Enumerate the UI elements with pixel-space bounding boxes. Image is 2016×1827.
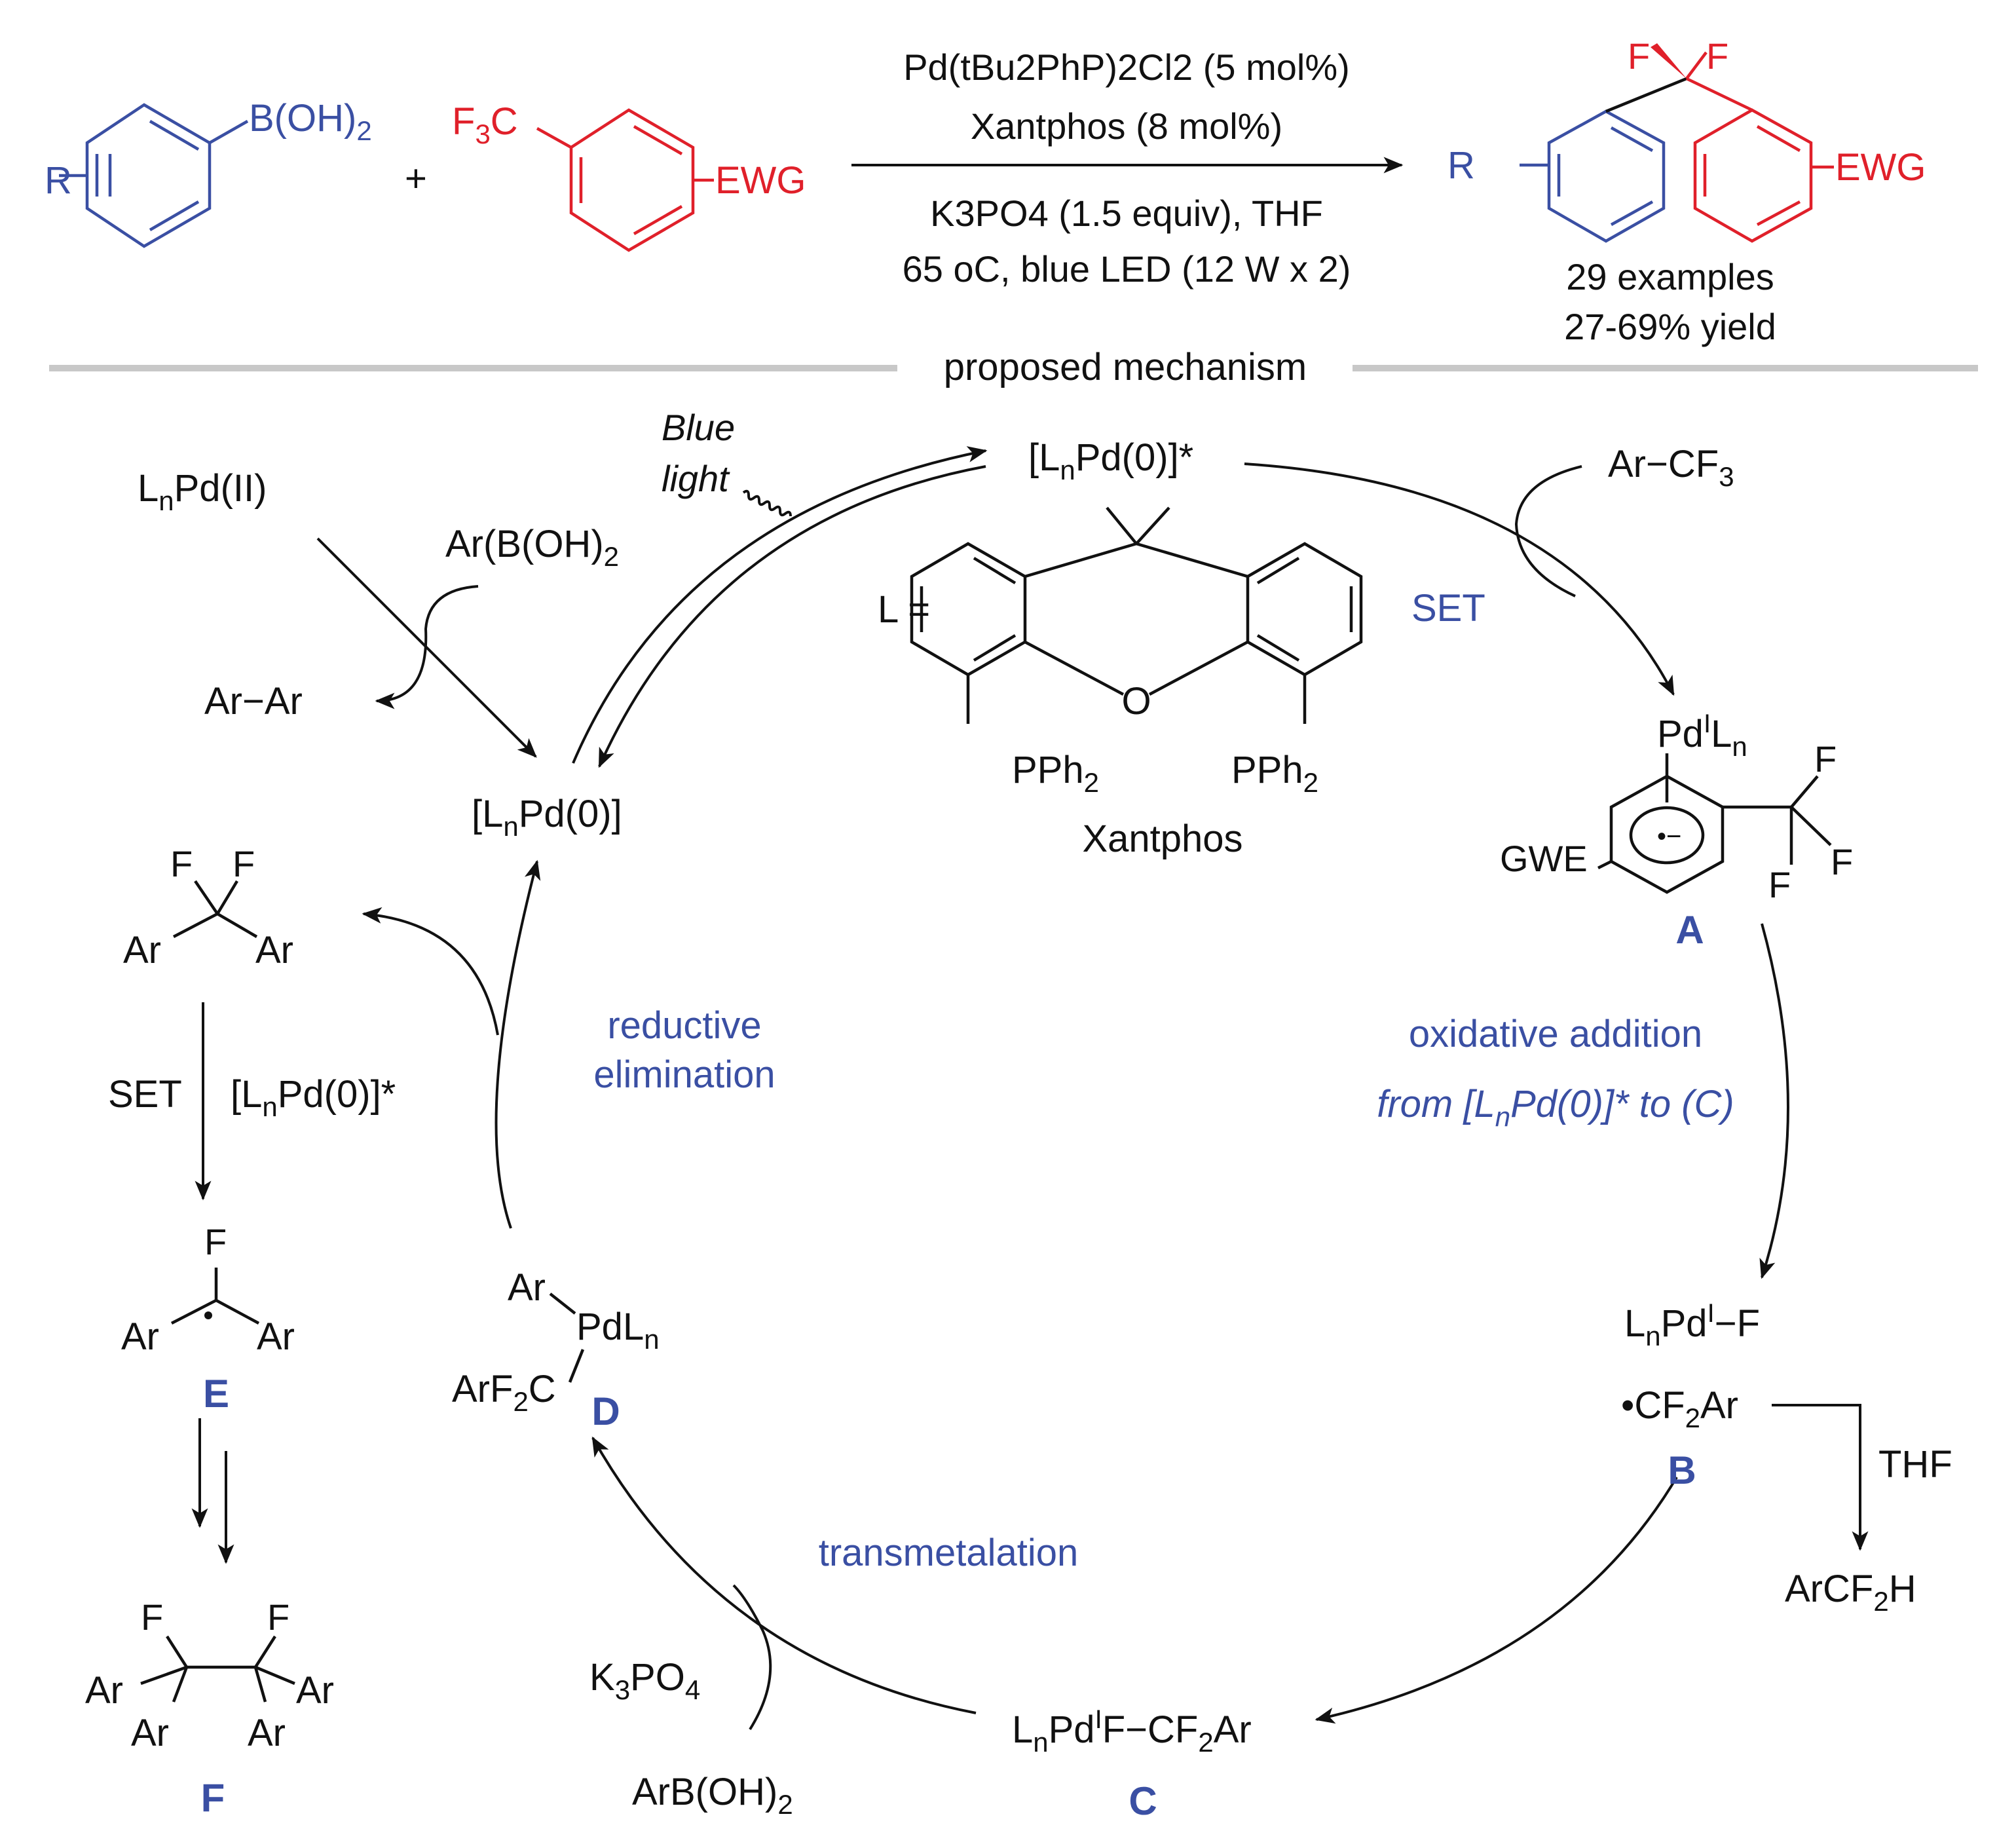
intermediate-a-structure: PdILn •− F F F GWE (1500, 709, 1853, 905)
blue-light-wave (742, 489, 792, 517)
yield-range: 27-69% yield (1564, 306, 1776, 347)
arylboronic-acid-top: Ar(B(OH)2 (445, 523, 619, 572)
arrow-relaxation (598, 465, 986, 768)
xantphos-oxygen: O (1121, 680, 1151, 723)
oxidative-addition-line2: from [LnPd(0)]* to (C) (1377, 1083, 1734, 1132)
set-label: SET (1411, 587, 1485, 630)
arrow-set (1244, 462, 1675, 696)
arrow-to-difluoride (362, 907, 499, 1036)
label-a: A (1675, 908, 1704, 952)
f-ar2: Ar (296, 1669, 334, 1712)
a-gwe: GWE (1500, 838, 1588, 879)
f-f2: F (267, 1596, 289, 1638)
transmetalation-label: transmetalation (819, 1532, 1079, 1574)
e-ar1: Ar (121, 1315, 159, 1358)
arrow-arcf3-in (1514, 465, 1582, 597)
arrow-b-to-c (1315, 1476, 1678, 1724)
dimer-f-structure: F F Ar Ar Ar Ar (85, 1596, 334, 1754)
f-ar1: Ar (85, 1669, 123, 1712)
radical-e-structure: F Ar Ar (121, 1221, 295, 1358)
label-d: D (591, 1389, 620, 1433)
b-pd-f: LnPdI−F (1624, 1299, 1760, 1351)
intermediate-d-structure: Ar PdLn ArF2C (452, 1266, 660, 1417)
arylboronic-acid-structure: R B(OH)2 (45, 97, 372, 248)
pd0-excited: [LnPd(0)]* (1028, 436, 1193, 485)
label-e: E (203, 1372, 229, 1416)
pd2-precatalyst: LnPd(II) (138, 467, 267, 516)
c-complex: LnPdIF−CF2Ar (1012, 1705, 1252, 1758)
oxidative-addition-line1: oxidative addition (1409, 1013, 1702, 1055)
b-cf2ar: •CF2Ar (1621, 1384, 1738, 1433)
product-f-left: F (1628, 35, 1650, 77)
d-ar: Ar (508, 1266, 546, 1309)
xantphos-name: Xantphos (1082, 818, 1242, 860)
a-f-bottom: F (1768, 864, 1791, 905)
label-c: C (1129, 1779, 1157, 1823)
arrow-transmetalation (591, 1436, 977, 1714)
arrow-oxidative-addition (1759, 923, 1789, 1279)
plus-sign: + (405, 157, 427, 200)
condition-temp-light: 65 oC, blue LED (12 W x 2) (903, 248, 1351, 290)
pph2-left: PPh2 (1012, 749, 1099, 798)
arrow-reductive-elimination (495, 859, 541, 1229)
ewg-label: EWG (715, 159, 806, 202)
product-f-right: F (1706, 35, 1728, 77)
diaryl-difluoromethane-structure: F F Ar Ar (123, 843, 293, 971)
arboh2-bottom: ArB(OH)2 (632, 1771, 793, 1820)
pph2-right: PPh2 (1231, 749, 1318, 798)
xantphos-structure: L = O PPh2 PPh2 Xantphos (878, 506, 1363, 860)
cf3-label: F3C (452, 100, 518, 149)
radical-anion-symbol: •− (1657, 822, 1681, 851)
arrow-photoexcitation (572, 446, 988, 764)
e-ar2: Ar (257, 1315, 295, 1358)
condition-ligand: Xantphos (8 mol%) (971, 105, 1282, 147)
examples-count: 29 examples (1566, 256, 1774, 297)
a-f-right: F (1831, 841, 1853, 882)
k3po4: K3PO4 (589, 1656, 700, 1705)
left-ar2: Ar (255, 929, 293, 971)
difluoro-product-structure: R F F EWG (1447, 35, 1926, 243)
reductive-elimination-line1: reductive (607, 1004, 761, 1047)
arcf2h: ArCF2H (1785, 1568, 1916, 1617)
boronic-acid-label: B(OH)2 (249, 97, 372, 146)
product-ewg: EWG (1835, 146, 1926, 189)
d-pd: PdLn (576, 1306, 660, 1355)
f-ar4: Ar (248, 1712, 286, 1754)
reductive-elimination-line2: elimination (593, 1053, 775, 1096)
left-ar1: Ar (123, 929, 161, 971)
blue-light-line1: Blue (662, 407, 735, 448)
condition-catalyst: Pd(tBu2PhP)2Cl2 (5 mol%) (903, 47, 1350, 88)
divider-label: proposed mechanism (944, 346, 1307, 388)
arrow-homocoupling (375, 585, 479, 709)
set-left-label: SET (108, 1073, 182, 1116)
f-ar3: Ar (131, 1712, 169, 1754)
pd0: [LnPd(0)] (472, 793, 622, 842)
a-f-top: F (1814, 738, 1837, 780)
e-f: F (204, 1221, 227, 1262)
arrow-thf (1772, 1404, 1869, 1551)
left-f1: F (170, 843, 193, 884)
biaryl: Ar−Ar (204, 680, 303, 723)
substituent-r: R (45, 159, 72, 202)
set-left-reagent: [LnPd(0)]* (231, 1073, 396, 1122)
a-pd-label: PdILn (1657, 709, 1747, 762)
arrow-k3po4-in (732, 1584, 772, 1731)
trifluoromethylarene-structure: F3C EWG (452, 100, 806, 252)
blue-light-line2: light (662, 458, 730, 499)
thf-label: THF (1878, 1443, 1952, 1486)
aryl-cf3: Ar−CF3 (1608, 443, 1734, 492)
label-f: F (201, 1776, 225, 1820)
left-f2: F (233, 843, 255, 884)
label-b: B (1668, 1448, 1696, 1492)
d-arf2c: ArF2C (452, 1368, 556, 1417)
condition-base-solvent: K3PO4 (1.5 equiv), THF (930, 193, 1323, 234)
f-f1: F (141, 1596, 163, 1638)
product-r: R (1447, 144, 1475, 187)
